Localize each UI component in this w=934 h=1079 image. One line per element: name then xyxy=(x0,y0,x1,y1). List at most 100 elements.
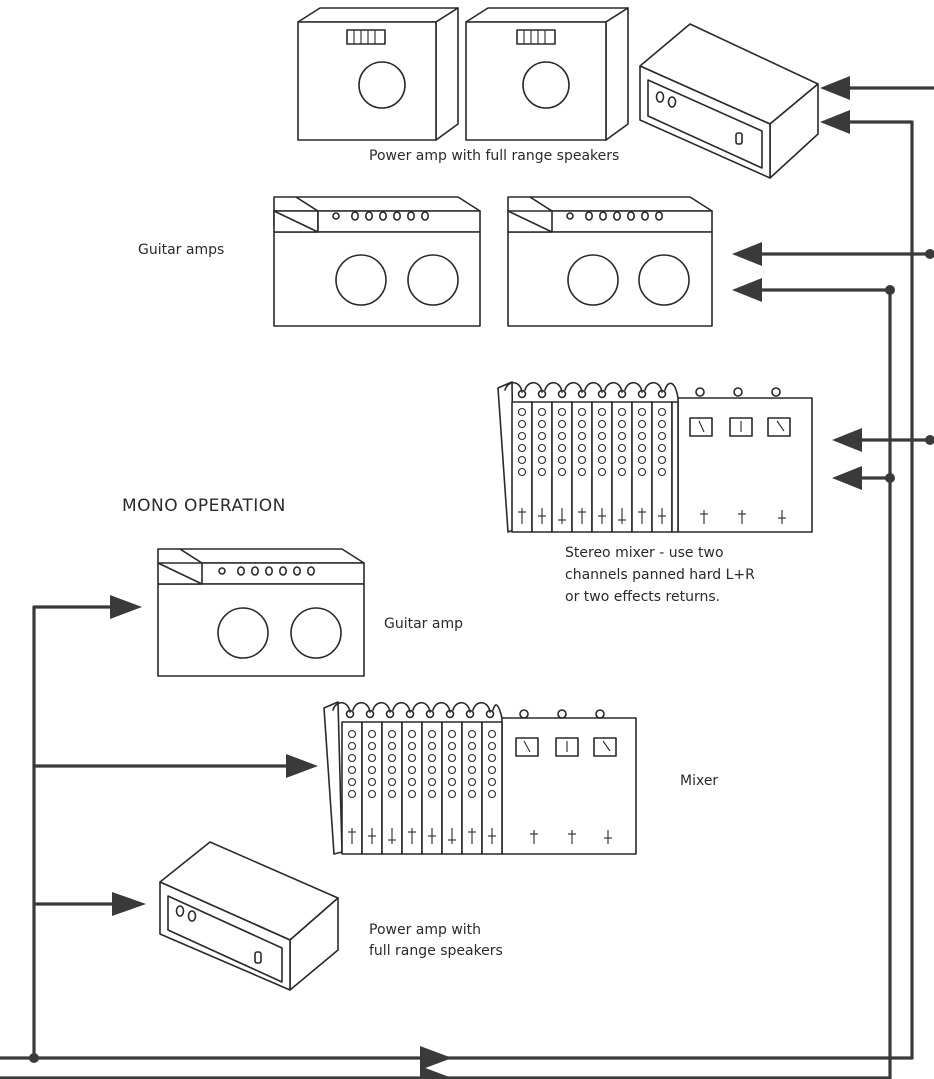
channel-knob xyxy=(657,443,667,453)
channel-knob xyxy=(657,455,667,465)
channel-knob xyxy=(557,431,567,441)
wire-top-power-amp-2 xyxy=(834,120,914,1060)
channel-knob xyxy=(597,431,607,441)
channel-knob xyxy=(597,443,607,453)
channel-knob xyxy=(427,741,437,751)
channel-knob xyxy=(537,455,547,465)
channel-knob xyxy=(407,765,417,775)
label-guitar-amps: Guitar amps xyxy=(138,242,224,258)
channel-knob xyxy=(447,789,457,799)
channel-knob xyxy=(427,753,437,763)
channel-knob xyxy=(427,777,437,787)
channel-knob xyxy=(637,419,647,429)
channel-knob xyxy=(557,455,567,465)
channel-knob xyxy=(657,407,667,417)
channel-knob xyxy=(657,467,667,477)
arrow-stereo-mixer-1 xyxy=(832,428,862,452)
channel-knob xyxy=(367,789,377,799)
label-stereo-mixer-line2: channels panned hard L+R xyxy=(565,567,755,583)
arrow-power-amp xyxy=(112,892,146,916)
power-amp-mono xyxy=(159,841,339,991)
channel-knob xyxy=(577,443,587,453)
arrow-top-power-amp-2 xyxy=(820,110,850,134)
channel-knob xyxy=(467,765,477,775)
channel-knob xyxy=(407,789,417,799)
channel-knob xyxy=(387,765,397,775)
channel-knob xyxy=(597,455,607,465)
channel-knob xyxy=(407,777,417,787)
arrow-stereo-mixer-2 xyxy=(832,466,862,490)
channel-knob xyxy=(517,419,527,429)
channel-knob xyxy=(617,407,627,417)
channel-knob xyxy=(347,765,357,775)
channel-knob xyxy=(487,753,497,763)
channel-knob xyxy=(347,741,357,751)
channel-knob xyxy=(537,467,547,477)
channel-knob xyxy=(597,419,607,429)
channel-knob xyxy=(407,741,417,751)
channel-knob xyxy=(517,467,527,477)
channel-knob xyxy=(637,431,647,441)
mono-wiring xyxy=(0,595,914,1079)
channel-knob xyxy=(407,729,417,739)
channel-knob xyxy=(597,407,607,417)
arrow-guitar-amp xyxy=(110,595,142,619)
stereo-mixer xyxy=(497,381,813,533)
label-guitar-amp: Guitar amp xyxy=(384,616,463,632)
arrow-guitar-amps-2 xyxy=(732,278,762,302)
channel-knob xyxy=(617,419,627,429)
channel-knob xyxy=(467,789,477,799)
arrow-bottom-left xyxy=(420,1046,452,1070)
channel-knob xyxy=(617,467,627,477)
channel-knob xyxy=(347,789,357,799)
channel-knob xyxy=(447,741,457,751)
channel-knob xyxy=(387,741,397,751)
channel-knob xyxy=(427,729,437,739)
channel-knob xyxy=(467,777,477,787)
mixer-mono xyxy=(323,701,637,855)
stereo-wiring xyxy=(732,76,934,1079)
label-power-amp-bottom-line2: full range speakers xyxy=(369,943,503,959)
channel-knob xyxy=(657,419,667,429)
arrow-bottom-right xyxy=(420,1066,452,1079)
channel-knob xyxy=(427,765,437,775)
channel-knob xyxy=(577,467,587,477)
channel-knob xyxy=(517,443,527,453)
guitar-amp-stereo-right xyxy=(507,196,713,327)
channel-knob xyxy=(467,741,477,751)
channel-knob xyxy=(387,729,397,739)
channel-knob xyxy=(617,431,627,441)
channel-knob xyxy=(537,419,547,429)
channel-knob xyxy=(637,443,647,453)
channel-knob xyxy=(347,777,357,787)
channel-knob xyxy=(557,407,567,417)
channel-knob xyxy=(537,407,547,417)
channel-knob xyxy=(577,419,587,429)
channel-knob xyxy=(657,431,667,441)
channel-knob xyxy=(487,729,497,739)
arrow-guitar-amps-1 xyxy=(732,242,762,266)
channel-knob xyxy=(577,455,587,465)
channel-knob xyxy=(407,753,417,763)
channel-knob xyxy=(597,467,607,477)
channel-knob xyxy=(517,431,527,441)
channel-knob xyxy=(367,729,377,739)
channel-knob xyxy=(617,455,627,465)
channel-knob xyxy=(557,443,567,453)
channel-knob xyxy=(427,789,437,799)
channel-knob xyxy=(447,753,457,763)
channel-knob xyxy=(447,729,457,739)
channel-knob xyxy=(637,467,647,477)
channel-knob xyxy=(347,753,357,763)
channel-knob xyxy=(367,765,377,775)
channel-knob xyxy=(467,729,477,739)
wire-mono-trunk xyxy=(32,605,112,1060)
channel-knob xyxy=(387,753,397,763)
channel-knob xyxy=(367,741,377,751)
guitar-amp-stereo-left xyxy=(273,196,481,327)
power-amp-stereo xyxy=(639,23,819,179)
guitar-amp-mono xyxy=(157,548,365,677)
channel-knob xyxy=(467,753,477,763)
channel-knob xyxy=(367,753,377,763)
channel-knob xyxy=(487,777,497,787)
